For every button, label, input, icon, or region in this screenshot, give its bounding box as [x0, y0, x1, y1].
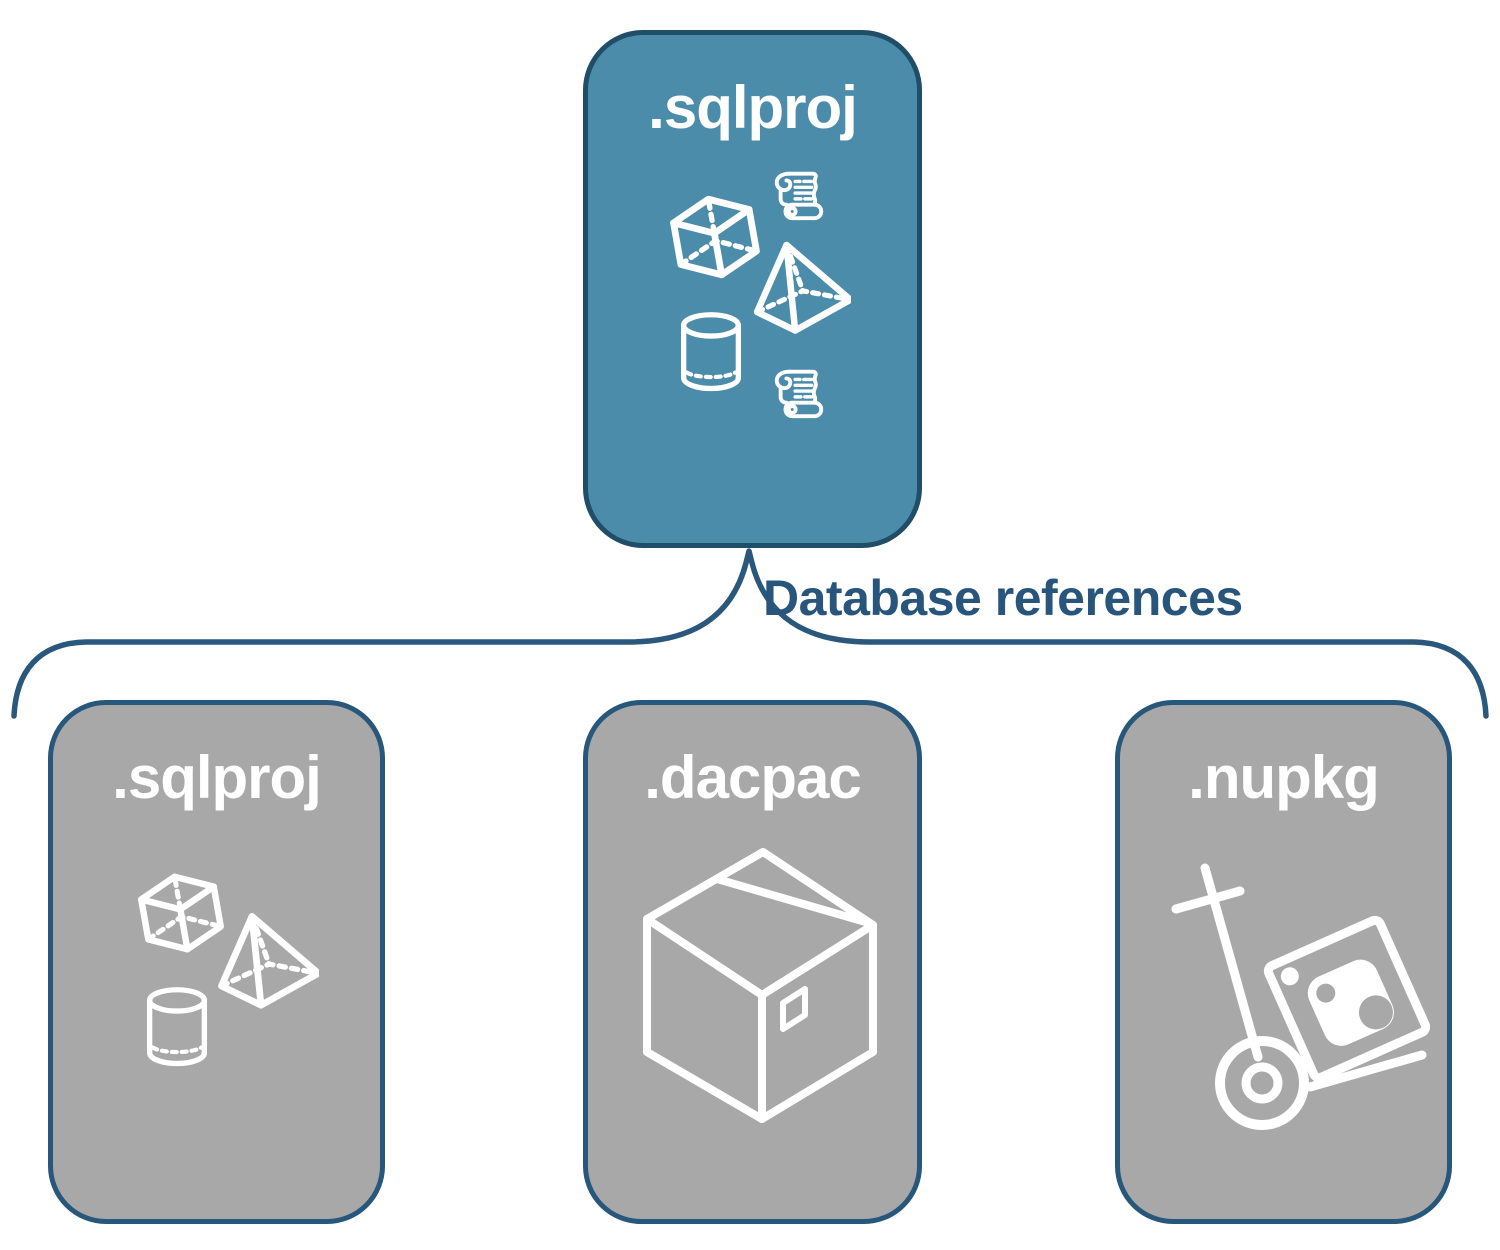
child-node-sqlproj-label: .sqlproj	[112, 744, 322, 811]
scroll-icon	[774, 171, 824, 221]
package-box-icon	[643, 848, 877, 1123]
root-node-sqlproj: .sqlproj	[583, 30, 922, 548]
cylinder-icon	[150, 990, 205, 1064]
child-node-nupkg-label: .nupkg	[1188, 744, 1380, 811]
package-box-icon	[647, 852, 873, 1119]
cylinder-icon	[684, 315, 739, 389]
cube-icon	[671, 193, 760, 282]
hand-truck-package-icon	[1120, 705, 1457, 1229]
sql-objects-icon-cluster	[105, 845, 345, 1085]
scroll-icon	[774, 369, 824, 419]
hand-truck-package-icon	[1176, 868, 1428, 1125]
pyramid-icon	[209, 905, 323, 1012]
connector-label: Database references	[763, 570, 1243, 626]
child-node-sqlproj: .sqlproj	[48, 700, 385, 1224]
cube-icon	[138, 870, 223, 955]
child-node-dacpac-label: .dacpac	[644, 744, 861, 811]
brace-path	[11, 548, 1489, 719]
root-node-label: .sqlproj	[648, 74, 858, 141]
pyramid-icon	[745, 234, 854, 337]
child-node-dacpac: .dacpac	[583, 700, 922, 1224]
child-node-nupkg: .nupkg	[1115, 700, 1452, 1224]
sql-objects-icon-cluster	[645, 171, 925, 419]
